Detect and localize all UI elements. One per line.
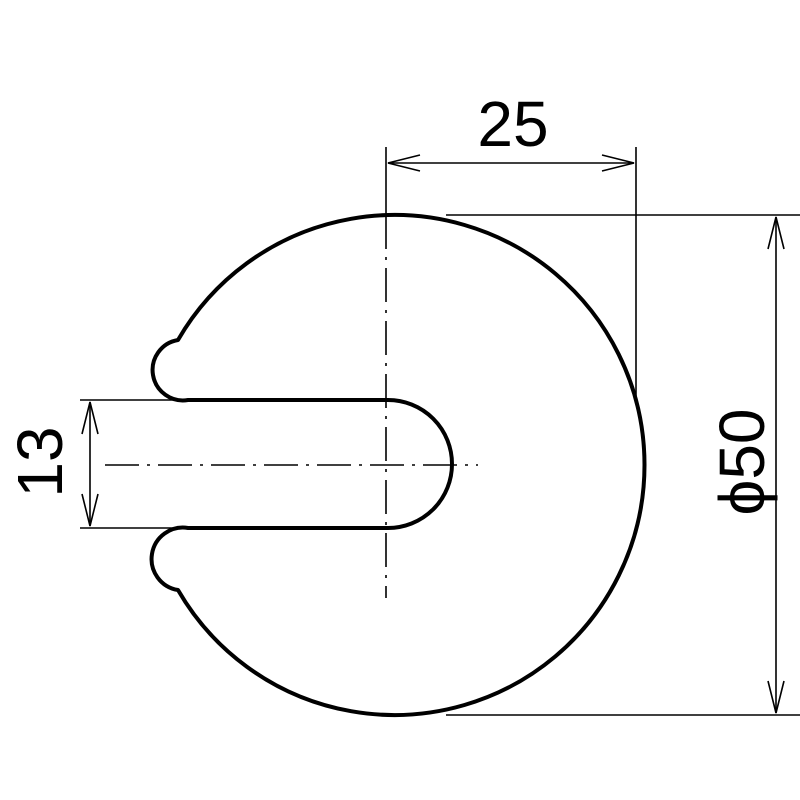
dimension-width-label: 25 [477, 88, 548, 160]
dimension-width: 25 [385, 88, 637, 396]
arrowhead-left [387, 154, 421, 172]
washer-outline [149, 213, 647, 717]
dimension-diameter-label: ϕ50 [706, 408, 778, 515]
dimension-diameter: ϕ50 [446, 214, 800, 716]
arrowhead-diameter-top [767, 216, 785, 250]
dimension-slot-label: 13 [4, 426, 76, 497]
arrowhead-right [601, 154, 635, 172]
dimension-slot: 13 [4, 399, 178, 529]
arrowhead-slot-top [81, 401, 99, 435]
arrowhead-slot-bottom [81, 493, 99, 527]
arrowhead-diameter-bottom [767, 680, 785, 714]
